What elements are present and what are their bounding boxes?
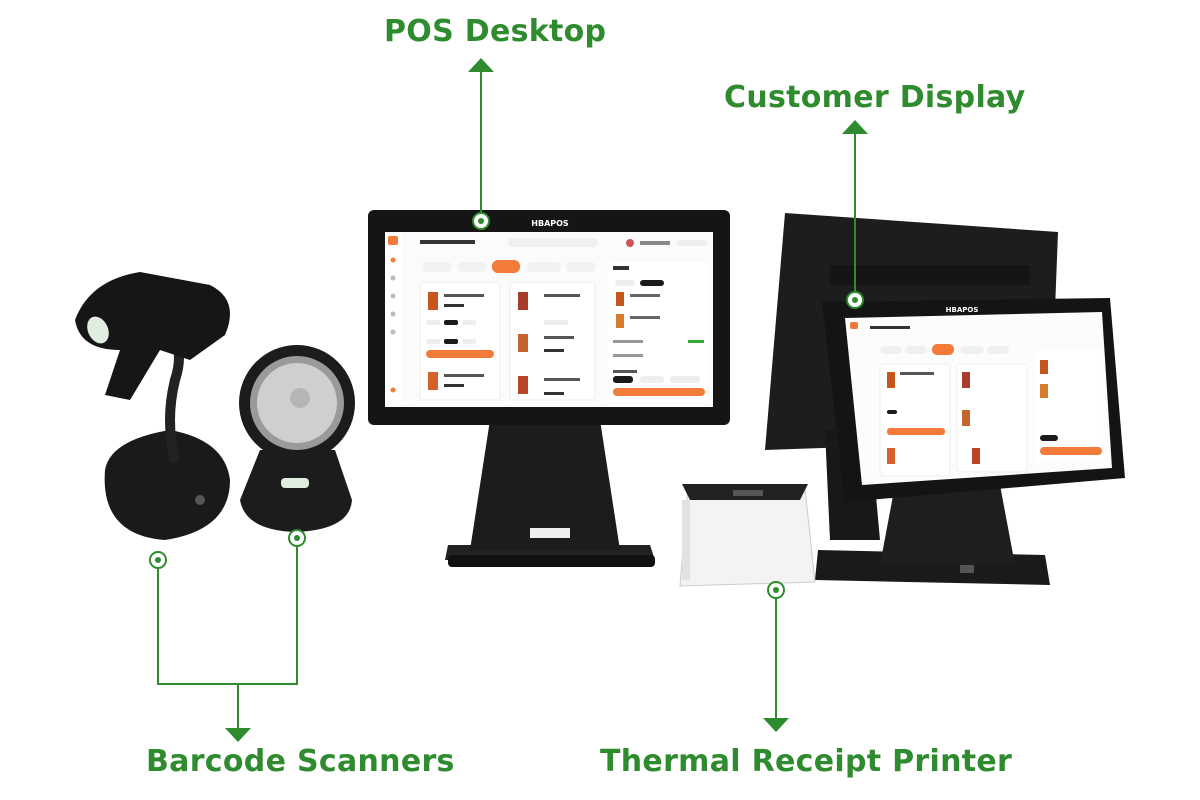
- handheld-scanner: [75, 272, 230, 540]
- second-pos-device: HBAPOS: [815, 298, 1125, 585]
- pos-desktop-label: POS Desktop: [384, 14, 607, 49]
- thermal-printer-label: Thermal Receipt Printer: [600, 744, 1013, 779]
- arrow-up-customer-display: [842, 120, 868, 134]
- customer-display-label: Customer Display: [724, 80, 1026, 115]
- arrow-down-thermal-printer: [763, 718, 789, 732]
- arrow-up-pos-desktop: [468, 58, 494, 72]
- thermal-printer-device: [679, 484, 816, 587]
- callout-barcode-scanners: [149, 529, 306, 728]
- omnidirectional-scanner: [239, 345, 355, 532]
- callout-customer-display: [846, 134, 864, 309]
- arrow-down-barcode-scanners: [225, 728, 251, 742]
- callout-pos-desktop: [472, 72, 490, 230]
- barcode-scanners-label: Barcode Scanners: [146, 744, 455, 779]
- second-brand-logo: HBAPOS: [946, 306, 979, 314]
- callout-thermal-printer: [767, 581, 785, 718]
- pos-desktop-device: HBAPOS: [368, 210, 730, 567]
- main-brand-logo: HBAPOS: [531, 219, 569, 228]
